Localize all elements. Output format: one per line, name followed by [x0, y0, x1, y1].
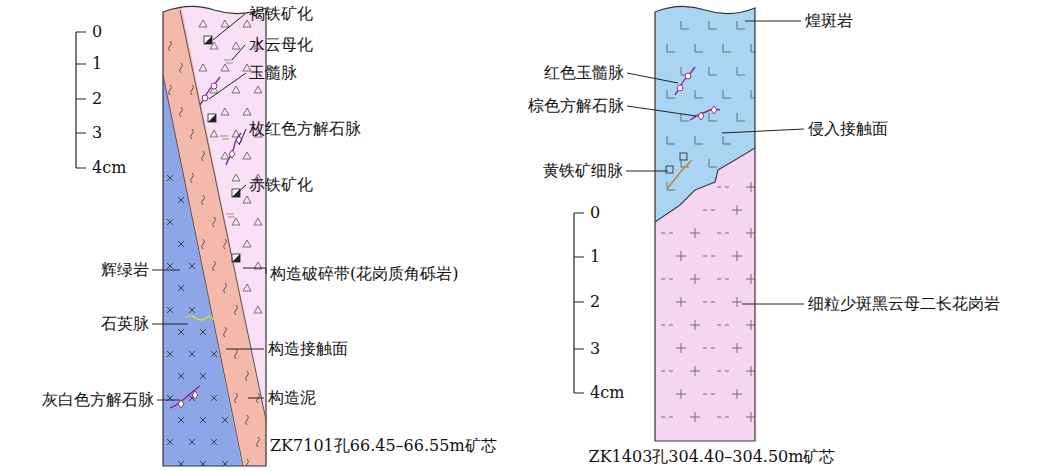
feature-label: 赤铁矿化	[249, 176, 313, 194]
scale-number: 0	[92, 23, 102, 41]
rock-label: 煌斑岩	[805, 12, 853, 30]
feature-label: 棕色方解石脉	[528, 97, 624, 115]
feature-label: 褐铁矿化	[249, 5, 313, 23]
scale-number: 3	[590, 340, 600, 358]
scale-number: 4cm	[92, 159, 126, 177]
feature-label: 红色玉髓脉	[544, 64, 624, 82]
feature-label: 水云母化	[249, 36, 313, 54]
feature-label: 黄铁矿细脉	[543, 162, 623, 180]
scale-number: 2	[92, 90, 102, 108]
scale-number: 4cm	[590, 384, 624, 402]
feature-label: 侵入接触面	[808, 120, 888, 138]
feature-label: 枚红色方解石脉	[249, 120, 361, 138]
core-caption: ZK1403孔304.40–304.50m矿芯	[589, 448, 836, 466]
rock-label: 构造破碎带(花岗质角砾岩)	[270, 265, 458, 283]
feature-label: 构造接触面	[268, 340, 348, 358]
scale-number: 1	[92, 55, 102, 73]
scale-number: 3	[92, 124, 102, 142]
feature-label: 石英脉	[101, 315, 149, 333]
feature-label: 构造泥	[268, 389, 316, 407]
scale-number: 1	[590, 248, 600, 266]
rock-label: 细粒少斑黑云母二长花岗岩	[808, 295, 1000, 313]
feature-label: 灰白色方解石脉	[42, 391, 154, 409]
right-core	[655, 0, 759, 450]
feature-label: 玉髓脉	[249, 64, 297, 82]
core-caption: ZK7101孔66.45–66.55m矿芯	[270, 437, 497, 455]
scale-number: 2	[590, 293, 600, 311]
scale-number: 0	[590, 204, 600, 222]
rock-label: 辉绿岩	[101, 261, 149, 279]
